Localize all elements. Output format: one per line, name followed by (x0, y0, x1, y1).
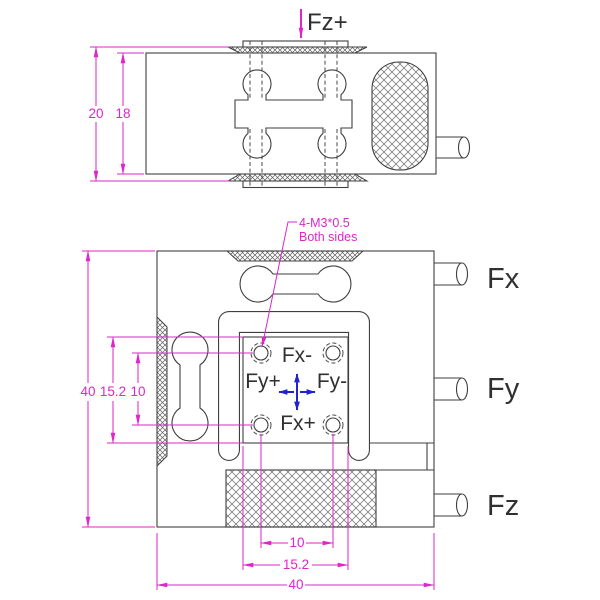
dim-15-2-left: 15.2 (100, 336, 243, 444)
cable-exit (436, 136, 471, 159)
dim-40-left-label: 40 (80, 384, 95, 399)
top-view: 20 18 Fz+ (88, 9, 471, 189)
dim-18-label: 18 (115, 106, 130, 121)
slot-vertical-dogbone (171, 331, 209, 442)
dim-15-2-bottom-label: 15.2 (283, 557, 309, 572)
dim-10-left: 10 (130, 352, 253, 426)
connector-label-fx: Fx (487, 263, 520, 295)
dim-40-bottom-label: 40 (288, 577, 303, 592)
dim-18: 18 (115, 52, 144, 175)
dim-10-bottom: 10 (260, 434, 334, 550)
plate-axis-labels: Fx- Fy+ Fy- Fx+ (245, 344, 347, 435)
axis-label-fx-plus: Fx+ (280, 412, 316, 435)
dim-40-left: 40 (80, 250, 155, 528)
mounting-plate-bottom (226, 173, 369, 189)
dim-15-2-left-label: 15.2 (100, 384, 126, 399)
slot-staple (218, 311, 370, 461)
potting-cavity-hatch (371, 61, 429, 171)
thread-note-line1: 4-M3*0.5 (299, 216, 350, 230)
axis-label-fy-minus: Fy- (317, 370, 347, 393)
slot-horizontal-dogbone (239, 265, 352, 303)
dim-15-2-bottom: 15.2 (242, 446, 349, 572)
axis-cross (278, 373, 316, 411)
connector-fz (434, 493, 469, 517)
dim-10-bottom-label: 10 (289, 535, 304, 550)
connector-fx (434, 262, 469, 286)
bottom-hatch-block (225, 469, 377, 528)
top-spacer-plate (225, 250, 365, 262)
side-spacer-plate (156, 315, 168, 468)
dim-10-left-label: 10 (130, 384, 145, 399)
axis-label-fx-minus: Fx- (282, 344, 312, 367)
connector-fy (434, 377, 469, 401)
body-step-lines (370, 442, 434, 471)
flexure-h-slot (234, 69, 353, 159)
fz-plus-label: Fz+ (307, 9, 348, 36)
dim-20-label: 20 (88, 106, 103, 121)
connector-label-fy: Fy (487, 373, 520, 405)
axis-label-fy-plus: Fy+ (245, 370, 281, 393)
dim-40-bottom: 40 (156, 533, 435, 592)
front-view: Fx- Fy+ Fy- Fx+ Fx Fy Fz (80, 216, 519, 592)
hidden-screw-holes (249, 41, 338, 187)
mounting-plate-top (227, 40, 368, 54)
fz-plus-annotation: Fz+ (298, 9, 348, 39)
thread-note-line2: Both sides (299, 230, 357, 244)
connector-label-fz: Fz (487, 490, 519, 522)
thread-note: 4-M3*0.5 Both sides (261, 216, 357, 348)
dim-20: 20 (88, 46, 230, 182)
mounting-holes (250, 342, 344, 436)
